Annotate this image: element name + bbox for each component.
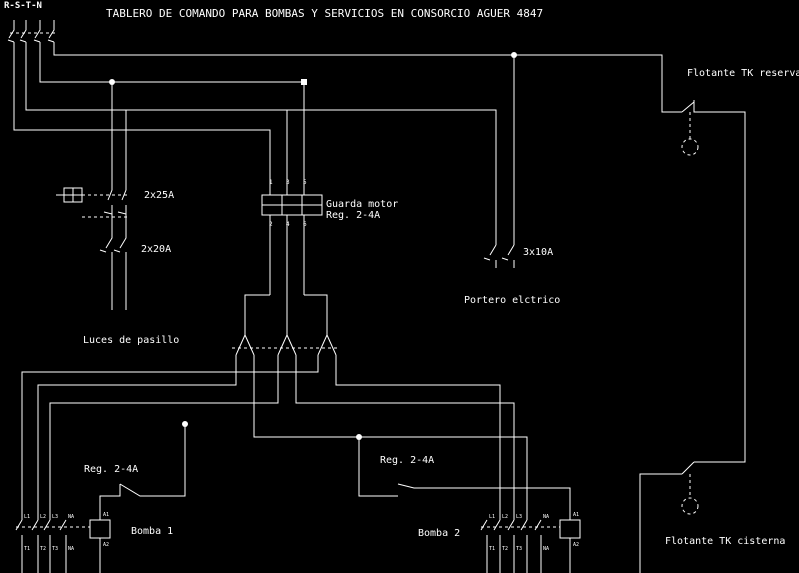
junction-dot [109,79,115,85]
junction-dot [182,421,188,427]
guard-motor-range: Reg. 2-4A [326,210,380,221]
coil-terminal: A1 [103,512,109,518]
breaker-2x20a: 2x20A [99,232,171,310]
contactor-terminal: L3 [52,514,58,520]
contactor-terminal: T1 [24,546,30,552]
contactor-terminal: T2 [40,546,46,552]
contactor-terminal: T2 [502,546,508,552]
reg-1-label: Reg. 2-4A [84,464,138,475]
float-reserve [681,100,746,463]
junction-dot [301,79,307,85]
float-reserve-label: Flotante TK reserva [687,68,799,79]
breaker-lights-label: 2x20A [141,244,171,255]
gm-terminal: 1 [269,179,273,186]
diagram-title: TABLERO DE COMANDO PARA BOMBAS Y SERVICI… [106,7,543,20]
junction-dot [356,434,362,440]
coil-terminal: A2 [103,542,109,548]
main-breaker [7,20,56,43]
gm-terminal: 4 [286,221,290,228]
float-cistern [639,461,699,573]
gm-terminal: 6 [303,221,307,228]
contactor-terminal: L1 [24,514,30,520]
contactor-terminal: T3 [52,546,58,552]
breaker-3x10a: 3x10A [483,244,553,268]
contactor-terminal: L2 [40,514,46,520]
breaker-intercom-label: 3x10A [523,247,553,258]
bus-lines [13,42,682,245]
contactor-terminal: NA [543,546,549,552]
phase-labels: R-S-T-N [4,1,42,11]
contactor-pump-1: L1 L2 L3 NA T1 T2 T3 NA A1 A2 [15,505,111,573]
pump-2-label: Bomba 2 [418,528,460,539]
contactor-terminal: T1 [489,546,495,552]
breaker-2x25a: 2x25A [56,185,174,232]
contactor-terminal: NA [543,514,549,520]
contactor-terminal: L1 [489,514,495,520]
reg-2-label: Reg. 2-4A [380,455,434,466]
coil-terminal: A1 [573,512,579,518]
guard-motor-label: Guarda motor [326,199,398,210]
contactor-terminal: T3 [516,546,522,552]
coil-terminal: A2 [573,542,579,548]
contactor-terminal: NA [68,546,74,552]
gm-terminal: 2 [269,221,273,228]
lights-label: Luces de pasillo [83,335,179,346]
control-line-2 [358,437,571,520]
pump-selector [21,294,528,520]
junction-dot [511,52,517,58]
gm-terminal: 3 [286,179,290,186]
contactor-pump-2: L1 L2 L3 NA T1 T2 T3 NA A1 A2 [480,512,581,573]
breaker-main-label: 2x25A [144,190,174,201]
float-cistern-label: Flotante TK cisterna [665,536,785,547]
contactor-terminal: NA [68,514,74,520]
pump-1-label: Bomba 1 [131,526,173,537]
contactor-terminal: L3 [516,514,522,520]
intercom-label: Portero elctrico [464,295,560,306]
guard-motor: 1 3 5 2 4 6 Guarda motor Reg. 2-4A [261,179,398,295]
contactor-terminal: L2 [502,514,508,520]
control-line-1 [119,424,186,497]
gm-terminal: 5 [303,179,307,186]
